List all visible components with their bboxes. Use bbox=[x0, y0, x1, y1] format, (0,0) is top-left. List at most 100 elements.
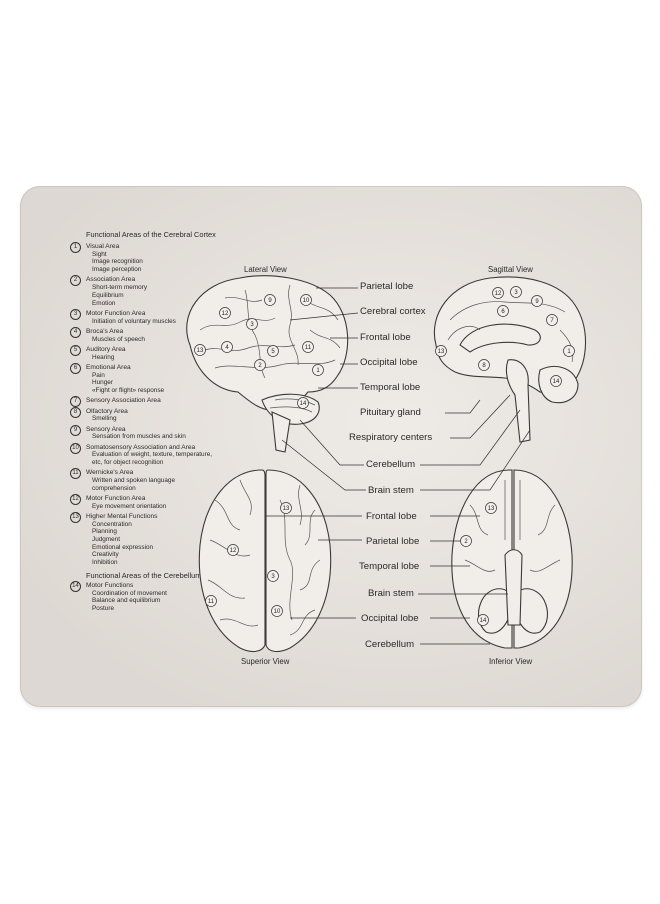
label-occipital-lobe-bottom: Occipital lobe bbox=[361, 613, 419, 624]
label-occipital-lobe-top: Occipital lobe bbox=[360, 357, 418, 368]
legend-item-detail: Sensation from muscles and skin bbox=[92, 433, 186, 441]
legend-item-title: Sensory Association Area bbox=[86, 397, 161, 405]
legend-item-title: Somatosensory Association and Area bbox=[86, 443, 196, 451]
region-marker-number: 12 bbox=[495, 291, 502, 297]
region-marker-circle bbox=[546, 314, 558, 326]
region-marker-number: 10 bbox=[303, 298, 310, 304]
legend-item-title: Auditory Area bbox=[86, 345, 126, 353]
legend-item-detail: Sight bbox=[92, 250, 107, 258]
label-parietal-lobe-top: Parietal lobe bbox=[360, 281, 414, 292]
legend-item-title: Sensory Area bbox=[86, 425, 126, 433]
superior-view-title: Superior View bbox=[241, 657, 290, 666]
label-parietal-lobe-bottom: Parietal lobe bbox=[366, 536, 420, 547]
label-cerebral-cortex: Cerebral cortex bbox=[360, 306, 426, 317]
region-marker-number: 11 bbox=[305, 345, 312, 351]
region-marker-circle bbox=[194, 344, 206, 356]
legend-item-detail: Emotional expression bbox=[92, 543, 154, 551]
legend-number-badge: 13 bbox=[70, 511, 81, 523]
region-marker-number: 2 bbox=[258, 363, 262, 369]
legend-item-title: Motor Functions bbox=[86, 581, 134, 589]
legend-item-detail: Image recognition bbox=[92, 258, 143, 266]
region-marker-number: 14 bbox=[480, 618, 487, 624]
legend-item-detail: Planning bbox=[92, 528, 117, 536]
region-marker-circle bbox=[297, 397, 309, 409]
lateral-brain-stem bbox=[271, 411, 291, 453]
legend-item-detail: Eye movement orientation bbox=[92, 502, 167, 510]
inferior-cerebellum-right bbox=[513, 588, 549, 634]
legend-item-title: Motor Function Area bbox=[86, 309, 146, 317]
label-respiratory-centers: Respiratory centers bbox=[349, 432, 433, 443]
legend-item-title: Visual Area bbox=[86, 243, 120, 250]
region-marker-circle bbox=[267, 570, 279, 582]
legend-number-badge: 3 bbox=[70, 308, 81, 320]
region-marker-circle bbox=[477, 614, 489, 626]
legend-number-badge: 9 bbox=[70, 424, 81, 436]
leader-lines bbox=[265, 287, 531, 645]
region-marker-number: 13 bbox=[283, 506, 290, 512]
region-marker-number: 11 bbox=[208, 599, 215, 605]
region-marker-circle bbox=[205, 595, 217, 607]
legend-item-detail: Muscles of speech bbox=[92, 335, 145, 343]
region-marker-circle bbox=[312, 364, 324, 376]
label-brain-stem-top: Brain stem bbox=[368, 485, 414, 496]
region-marker-number: 2 bbox=[464, 539, 468, 545]
legend-item-detail: Smelling bbox=[92, 415, 117, 423]
label-temporal-lobe-bottom: Temporal lobe bbox=[359, 561, 420, 572]
legend-item-title: Higher Mental Functions bbox=[86, 512, 158, 520]
label-cerebellum-top: Cerebellum bbox=[366, 459, 416, 470]
region-marker-number: 7 bbox=[550, 318, 554, 324]
legend-item-title: Motor Function Area bbox=[86, 494, 146, 502]
region-marker-circle bbox=[302, 341, 314, 353]
legend-item-title: Wernicke's Area bbox=[86, 469, 134, 477]
label-frontal-lobe-top: Frontal lobe bbox=[360, 332, 411, 343]
region-marker-number: 9 bbox=[535, 299, 539, 305]
legend-number-badge: 12 bbox=[70, 493, 81, 505]
region-marker-number: 1 bbox=[567, 349, 571, 355]
region-marker-number: 3 bbox=[250, 322, 254, 328]
region-marker-number: 3 bbox=[271, 574, 275, 580]
inferior-brain-stem bbox=[504, 549, 523, 626]
legend-item-detail: Image perception bbox=[92, 266, 142, 274]
legend-item-detail: Posture bbox=[92, 604, 115, 612]
legend-item-detail: Balance and equilibrium bbox=[92, 597, 161, 605]
legend-number-badge: 8 bbox=[70, 406, 81, 418]
region-marker-circle bbox=[531, 295, 543, 307]
legend-item-detail: Evaluation of weight, texture, temperatu… bbox=[92, 451, 213, 466]
region-marker-number: 5 bbox=[271, 349, 275, 355]
legend-number-badge: 4 bbox=[70, 326, 81, 338]
region-marker-number: 9 bbox=[268, 298, 272, 304]
legend-item-detail: Equilibrium bbox=[92, 291, 124, 299]
legend-item-detail: «Fight or flight» response bbox=[92, 386, 165, 394]
region-marker-circle bbox=[254, 359, 266, 371]
region-marker-number: 6 bbox=[501, 309, 505, 315]
region-marker-circle bbox=[221, 341, 233, 353]
region-marker-number: 4 bbox=[225, 345, 229, 351]
label-cerebellum-bottom: Cerebellum bbox=[365, 639, 415, 650]
region-marker-circle bbox=[280, 502, 292, 514]
region-marker-circle bbox=[563, 345, 575, 357]
mousepad-background bbox=[20, 186, 642, 707]
legend-heading: Functional Areas of the Cerebral Cortex bbox=[86, 230, 216, 239]
region-marker-number: 12 bbox=[222, 311, 229, 317]
legend-number-badge: 6 bbox=[70, 362, 81, 374]
region-marker-circle bbox=[497, 305, 509, 317]
label-pituitary-gland: Pituitary gland bbox=[360, 407, 421, 418]
region-marker-number: 13 bbox=[438, 349, 445, 355]
legend-item-detail: Concentration bbox=[92, 520, 132, 528]
sagittal-brain-stem bbox=[505, 359, 531, 443]
legend-item-detail: Written and spoken language comprehensio… bbox=[92, 476, 176, 492]
region-marker-circle bbox=[271, 605, 283, 617]
region-marker-number: 8 bbox=[482, 363, 486, 369]
region-marker-circle bbox=[492, 287, 504, 299]
legend-item-detail: Hunger bbox=[92, 379, 113, 387]
legend-item-detail: Creativity bbox=[92, 551, 119, 559]
region-marker-circle bbox=[219, 307, 231, 319]
